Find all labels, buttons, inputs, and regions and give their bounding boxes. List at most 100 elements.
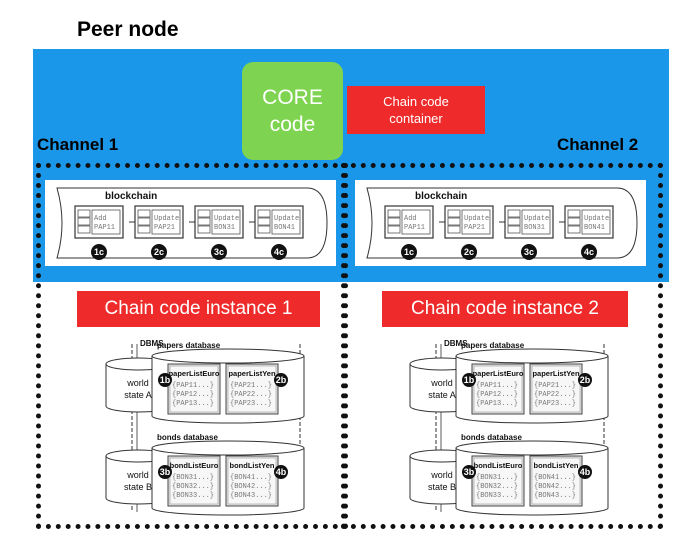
transaction-detail: [401, 209, 431, 235]
block-1-badge-circle: [91, 244, 107, 260]
block-2-badge-circle: [461, 244, 477, 260]
world-state-line2: state A: [428, 390, 456, 400]
list-name: bondListEuro: [474, 461, 523, 470]
block-4-badge: 4c: [274, 247, 284, 257]
list-badge: 4b: [580, 467, 591, 477]
list-item: {BON42...}: [230, 483, 272, 491]
block-1-badge-circle: [401, 244, 417, 260]
block-1-action: Add: [404, 215, 417, 223]
transaction-slot: [77, 217, 91, 226]
list-item: {PAP13...}: [172, 400, 214, 408]
chain-code-container-box: Chain code container: [347, 86, 485, 134]
database-title: papers database: [461, 341, 525, 350]
transaction-slot: [137, 217, 151, 226]
block-4-badge-circle: [271, 244, 287, 260]
channel-2-frame: [341, 163, 663, 529]
transaction-slot: [507, 225, 521, 234]
transaction-slot: [387, 225, 401, 234]
channel-1-label: Channel 1: [37, 135, 119, 154]
transaction-slot: [507, 209, 521, 218]
list-item: {BON33...}: [476, 492, 518, 500]
block-4-action: Update: [274, 215, 299, 223]
list-item: {BON33...}: [172, 492, 214, 500]
block-4-badge-circle: [581, 244, 597, 260]
transaction-slot: [567, 225, 581, 234]
block-2-action: Update: [154, 215, 179, 223]
list-inner: [531, 457, 581, 505]
transaction-slot: [567, 209, 581, 218]
transaction-slot: [77, 225, 91, 234]
list-item: {BON43...}: [230, 492, 272, 500]
transaction-slot: [257, 225, 271, 234]
transaction-slot: [567, 217, 581, 226]
list-item: {PAP21...}: [534, 382, 576, 390]
block-3-badge-circle: [521, 244, 537, 260]
block-2-badge: 2c: [464, 247, 474, 257]
list-item: {PAP22...}: [230, 391, 272, 399]
list-name: paperListEuro: [473, 369, 524, 378]
list-item: {PAP23...}: [230, 400, 272, 408]
block-3-action: Update: [524, 215, 549, 223]
transaction-detail: [211, 209, 241, 235]
transaction-slot: [137, 209, 151, 218]
list-item: {PAP13...}: [476, 400, 518, 408]
block-4-badge: 4c: [584, 247, 594, 257]
chain-code-instance-1-label: Chain code instance 1: [77, 291, 320, 327]
list-item: {PAP21...}: [230, 382, 272, 390]
core-code-box: CORE code: [242, 62, 343, 160]
transaction-slot: [257, 217, 271, 226]
core-code-line1: CORE: [262, 86, 323, 109]
transaction-detail: [461, 209, 491, 235]
world-state-line2: state B: [428, 482, 456, 492]
list-inner: [473, 365, 523, 413]
chain-code-container-line2: container: [389, 111, 443, 126]
list-badge-circle: [462, 465, 476, 479]
block-3-badge: 3c: [524, 247, 534, 257]
transaction-slot: [137, 225, 151, 234]
transaction-slot: [197, 225, 211, 234]
block-1-action: Add: [94, 215, 107, 223]
list-item: {BON31...}: [476, 474, 518, 482]
list-item: {PAP12...}: [476, 391, 518, 399]
transaction-slot: [447, 209, 461, 218]
list-item: {PAP12...}: [172, 391, 214, 399]
list-badge-circle: [274, 373, 288, 387]
dbms-label: DBMS: [444, 339, 468, 348]
channel-2-label: Channel 2: [557, 135, 639, 154]
database-cylinder-top: [455, 440, 609, 456]
list-item: {PAP23...}: [534, 400, 576, 408]
list-badge: 1b: [464, 375, 475, 385]
block-2-key: PAP21: [464, 224, 485, 232]
transaction-detail: [151, 209, 181, 235]
transaction-detail: [271, 209, 301, 235]
block-1-badge: 1c: [94, 247, 104, 257]
transaction-slot: [507, 217, 521, 226]
list-name: paperListYen: [228, 369, 276, 378]
core-code-line2: code: [269, 113, 316, 136]
list-badge: 3b: [160, 467, 171, 477]
world-state-line1: world: [126, 378, 149, 388]
database-title: bonds database: [157, 433, 218, 442]
block-4-action: Update: [584, 215, 609, 223]
peer-node-title: Peer node: [77, 18, 179, 41]
transaction-slot: [257, 209, 271, 218]
list-item: {BON41...}: [230, 474, 272, 482]
transaction-detail: [91, 209, 121, 235]
transaction-slot: [197, 209, 211, 218]
block-4-key: BON41: [584, 224, 605, 232]
list-badge: 1b: [160, 375, 171, 385]
list-name: bondListYen: [534, 461, 579, 470]
transaction-detail: [581, 209, 611, 235]
block-1-badge: 1c: [404, 247, 414, 257]
list-item: {BON42...}: [534, 483, 576, 491]
transaction-slot: [387, 217, 401, 226]
chain-code-instance-2-label: Chain code instance 2: [382, 291, 628, 327]
list-badge-circle: [158, 465, 172, 479]
block-1-key: PAP11: [94, 224, 115, 232]
database-title: papers database: [157, 341, 221, 350]
block-3-action: Update: [214, 215, 239, 223]
